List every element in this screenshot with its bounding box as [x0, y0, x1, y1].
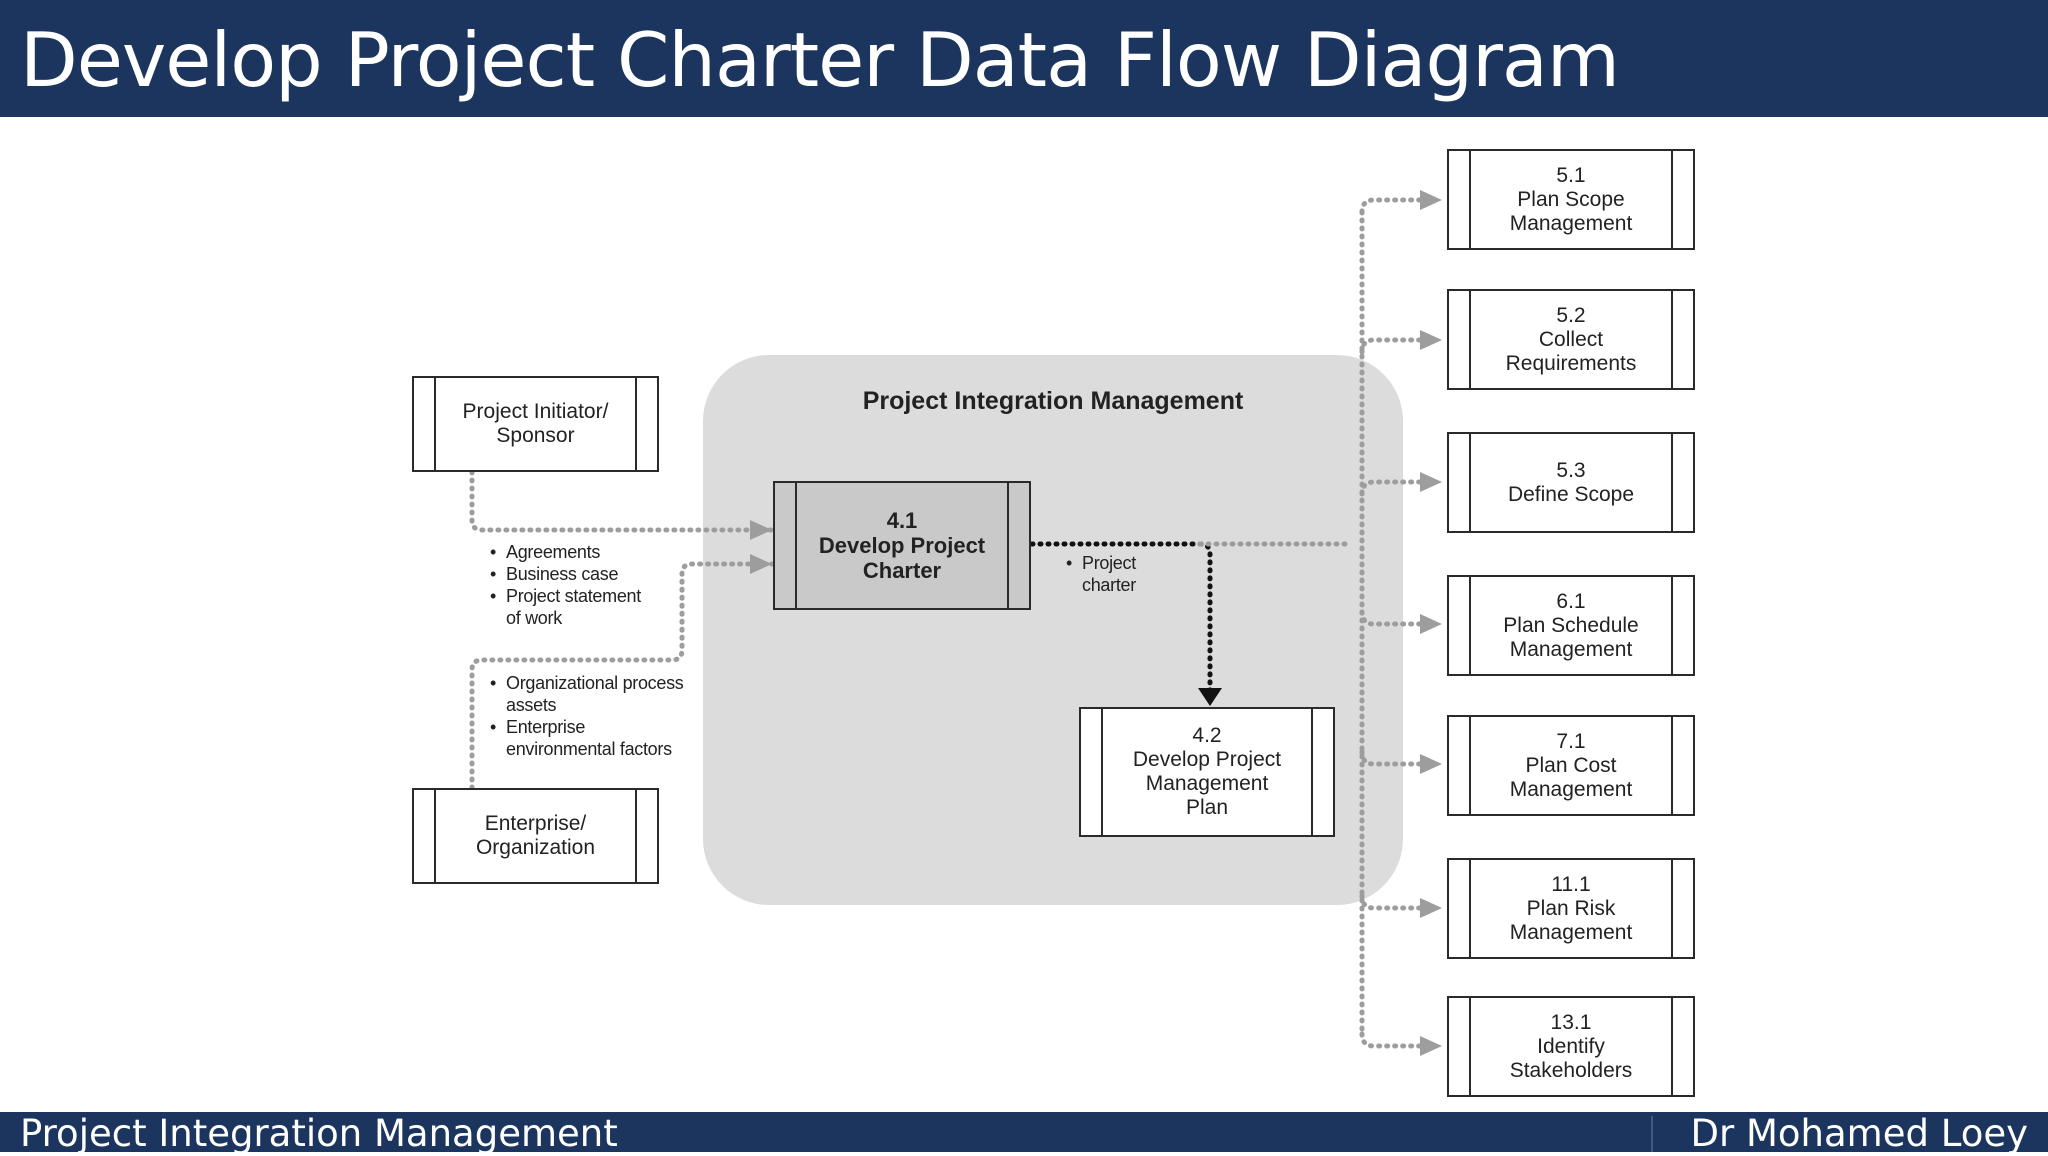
flow-to-5-1: [1359, 197, 1425, 215]
inputs-from-enterprise: Organizational process assets Enterprise…: [490, 672, 684, 760]
box-label: 5.1 Plan Scope Management: [1509, 163, 1633, 235]
flow-to-7-1: [1359, 749, 1425, 767]
target-7-1-plan-cost-management: 7.1 Plan Cost Management: [1447, 715, 1695, 816]
note-continuation: environmental factors: [506, 739, 672, 759]
arrowhead: [1420, 472, 1442, 492]
note-continuation: of work: [506, 608, 562, 628]
arrowhead: [1420, 190, 1442, 210]
box-label: Project Initiator/ Sponsor: [462, 400, 609, 447]
target-6-1-plan-schedule-management: 6.1 Plan Schedule Management: [1447, 575, 1695, 676]
box-label: Enterprise/ Organization: [475, 812, 596, 859]
note-item: Project statement: [490, 585, 641, 607]
note-item: Business case: [490, 563, 641, 585]
output-project-charter: Project charter: [1066, 552, 1136, 596]
develop-project-charter-process: 4.1 Develop Project Charter: [773, 481, 1031, 610]
flow-to-5-3: [1359, 479, 1425, 497]
arrowhead: [1198, 688, 1222, 706]
arrowhead: [1420, 898, 1442, 918]
region-title: Project Integration Management: [862, 387, 1244, 415]
target-5-1-plan-scope-management: 5.1 Plan Scope Management: [1447, 149, 1695, 250]
note-item: Agreements: [490, 541, 641, 563]
note-continuation: assets: [506, 695, 557, 715]
footer-divider: [1651, 1116, 1653, 1152]
arrowhead: [1420, 1036, 1442, 1056]
box-label: 13.1 Identify Stakeholders: [1509, 1010, 1633, 1082]
flow-to-6-1: [1359, 609, 1425, 627]
develop-project-management-plan-box: 4.2 Develop Project Management Plan: [1079, 707, 1335, 837]
flow-to-5-2: [1359, 337, 1425, 355]
arrowhead: [750, 520, 772, 540]
project-initiator-sponsor-box: Project Initiator/ Sponsor: [412, 376, 659, 472]
note-continuation: charter: [1082, 575, 1136, 595]
arrowhead: [750, 554, 772, 574]
flow-to-11-1: [1359, 893, 1425, 911]
inputs-from-initiator: Agreements Business case Project stateme…: [490, 541, 641, 629]
footer-bar: Project Integration Management Dr Mohame…: [0, 1112, 2048, 1155]
target-13-1-identify-stakeholders: 13.1 Identify Stakeholders: [1447, 996, 1695, 1097]
arrowhead: [1420, 330, 1442, 350]
process-label: 4.1 Develop Project Charter: [818, 508, 986, 583]
flow-to-13-1: [1359, 1031, 1425, 1049]
box-label: 7.1 Plan Cost Management: [1509, 729, 1633, 801]
note-item: Organizational process: [490, 672, 684, 694]
flow-enterprise-to-charter: [469, 561, 775, 791]
flow-initiator-to-charter: [469, 469, 775, 533]
page-title: Develop Project Charter Data Flow Diagra…: [20, 16, 1620, 104]
box-label: 6.1 Plan Schedule Management: [1503, 589, 1639, 661]
box-label: 11.1 Plan Risk Management: [1509, 872, 1633, 944]
title-bar: Develop Project Charter Data Flow Diagra…: [0, 0, 2048, 117]
box-label: 5.3 Define Scope: [1507, 458, 1635, 506]
box-label: 4.2 Develop Project Management Plan: [1132, 724, 1282, 819]
arrowhead: [1420, 754, 1442, 774]
note-item: Enterprise: [490, 716, 684, 738]
note-item: Project: [1066, 552, 1136, 574]
box-label: 5.2 Collect Requirements: [1505, 303, 1637, 375]
enterprise-organization-box: Enterprise/ Organization: [412, 788, 659, 884]
target-5-2-collect-requirements: 5.2 Collect Requirements: [1447, 289, 1695, 390]
target-5-3-define-scope: 5.3 Define Scope: [1447, 432, 1695, 533]
footer-author: Dr Mohamed Loey: [1690, 1112, 2028, 1155]
arrowhead: [1420, 614, 1442, 634]
target-11-1-plan-risk-management: 11.1 Plan Risk Management: [1447, 858, 1695, 959]
footer-course-title: Project Integration Management: [20, 1112, 618, 1155]
